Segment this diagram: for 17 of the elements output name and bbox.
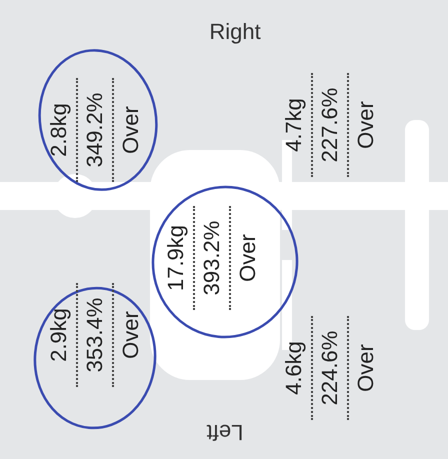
mass-value: 2.8kg — [45, 102, 72, 159]
status-text: Over — [117, 105, 144, 156]
percent-value: 393.2% — [198, 220, 225, 298]
mass-value: 17.9kg — [162, 224, 189, 294]
percent-value: 224.6% — [316, 330, 343, 408]
mass-value: 4.6kg — [280, 340, 307, 397]
status-text: Over — [117, 310, 144, 361]
mass-value: 4.7kg — [280, 97, 307, 154]
percent-value: 349.2% — [81, 92, 108, 170]
side-label: Left — [206, 419, 244, 445]
percent-value: 227.6% — [316, 86, 343, 164]
status-text: Over — [234, 233, 261, 284]
status-text: Over — [352, 100, 379, 151]
mass-value: 2.9kg — [45, 307, 72, 364]
side-label: Right — [209, 19, 261, 45]
percent-value: 353.4% — [81, 296, 108, 374]
status-text: Over — [352, 343, 379, 394]
